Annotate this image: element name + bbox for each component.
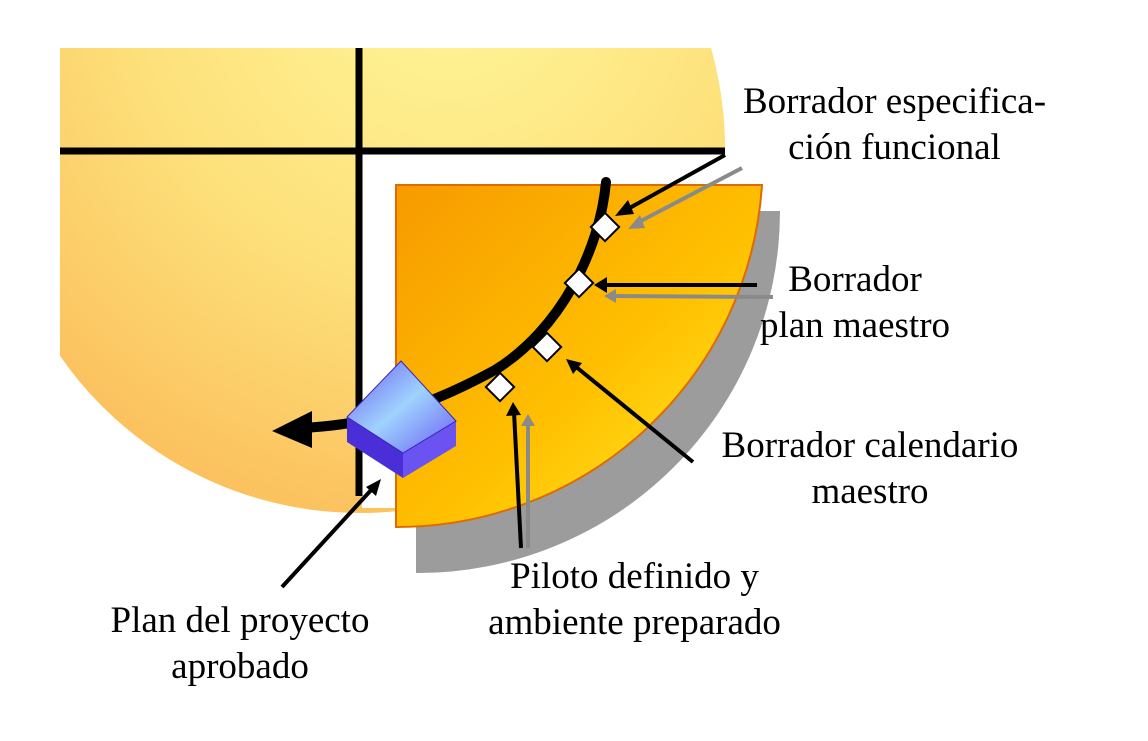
label-project-plan-line1: Plan del proyecto (110, 600, 370, 641)
label-master-plan-line2: plan maestro (759, 305, 951, 346)
label-pilot-line1: Piloto definido y (510, 556, 759, 597)
label-project-plan-approved: Plan del proyecto aprobado (85, 598, 395, 690)
project-approved-box-icon (346, 360, 457, 478)
progress-arrowhead (272, 411, 312, 448)
label-spec-draft-line2: ción funcional (788, 127, 1001, 168)
quadrant (395, 184, 764, 529)
label-master-plan-line1: Borrador (788, 259, 922, 300)
pointer-arrows (280, 153, 757, 589)
grey-arrows (521, 166, 774, 548)
label-master-schedule-draft: Borrador calendario maestro (695, 423, 1045, 515)
milestone-diamond-plan (563, 267, 595, 299)
milestone-diamond-spec (589, 211, 621, 243)
milestone-diamond-schedule (531, 331, 563, 363)
label-master-plan-draft: Borrador plan maestro (735, 257, 975, 349)
label-master-schedule-line2: maestro (811, 471, 929, 512)
milestone-diamond-pilot (484, 371, 516, 403)
label-pilot-defined: Piloto definido y ambiente preparado (462, 554, 807, 646)
label-project-plan-line2: aprobado (171, 646, 309, 687)
label-spec-draft: Borrador especifica- ción funcional (722, 79, 1067, 171)
label-pilot-line2: ambiente preparado (488, 602, 781, 643)
label-master-schedule-line1: Borrador calendario (721, 425, 1019, 466)
label-spec-draft-line1: Borrador especifica- (742, 81, 1047, 122)
